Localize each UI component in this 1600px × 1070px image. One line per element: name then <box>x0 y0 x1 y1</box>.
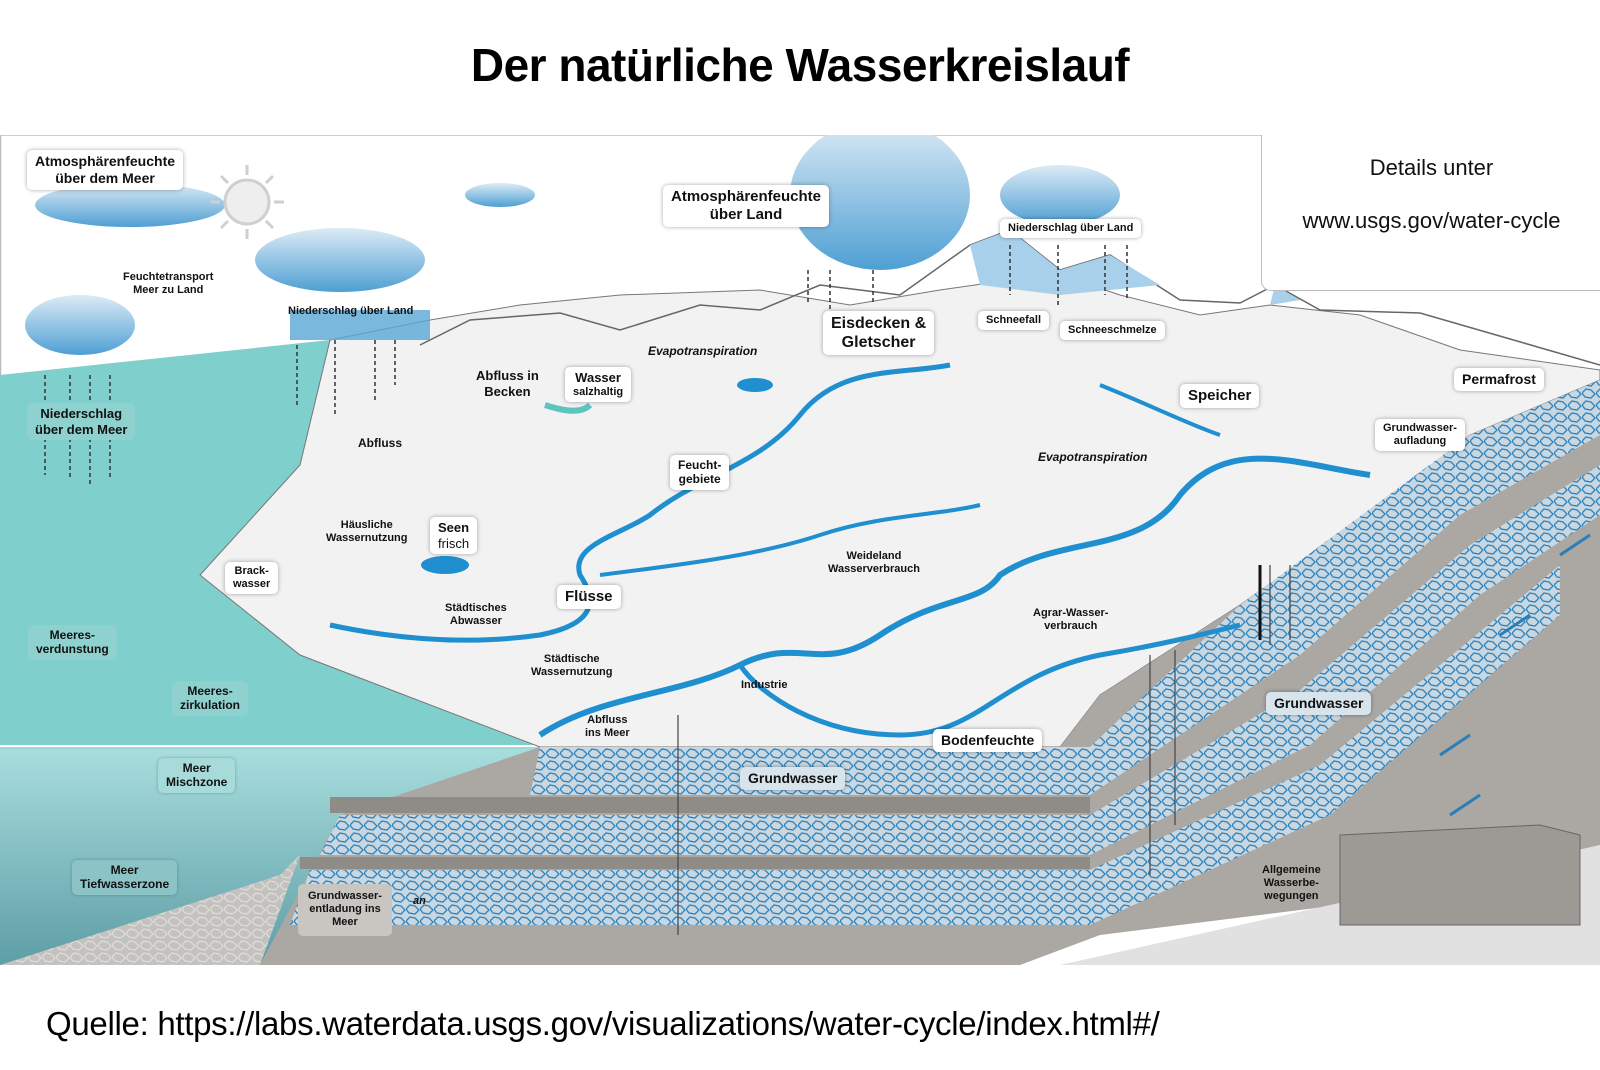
label-atmospheric-moisture-ocean: Atmosphärenfeuchte über dem Meer <box>27 150 184 190</box>
label-evapotranspiration-left: Evapotranspiration <box>648 344 758 358</box>
label-groundwater-side: Grundwasser <box>1266 692 1372 715</box>
label-precipitation-land-right: Niederschlag über Land <box>1000 219 1142 239</box>
label-line: aufladung <box>1393 435 1447 448</box>
label-line: Wasserbe- <box>1263 877 1319 890</box>
label-line: über dem Meer <box>35 421 128 437</box>
label-line: Allgemeine <box>1262 864 1321 876</box>
label-line: Städtisches <box>445 602 507 614</box>
label-permafrost: Permafrost <box>1454 368 1544 391</box>
label-groundwater-discharge: Grundwasser- entladung ins Meer <box>298 884 392 936</box>
details-heading: Details unter <box>1369 155 1494 180</box>
label-precipitation-ocean: Niederschlag über dem Meer <box>27 403 136 441</box>
label-pasture-water-use: Weideland Wasserverbrauch <box>820 547 928 579</box>
label-line: über Land <box>709 206 783 223</box>
label-industry: Industrie <box>741 679 788 691</box>
label-line: verbrauch <box>1044 620 1098 633</box>
label-snowmelt: Schneeschmelze <box>1060 321 1165 341</box>
details-box: Details unter www.usgs.gov/water-cycle <box>1261 135 1600 291</box>
label-groundwater-recharge: Grundwasser- aufladung <box>1375 419 1465 452</box>
label-atmospheric-moisture-land: Atmosphärenfeuchte über Land <box>663 185 830 227</box>
label-line: Wassernutzung <box>326 532 408 545</box>
label-line: Seen <box>438 520 470 535</box>
label-ocean-circulation: Meeres- zirkulation <box>172 681 249 716</box>
label-line: Becken <box>484 383 531 399</box>
label-line: Eisdecken & <box>831 315 927 332</box>
page-title: Der natürliche Wasserkreislauf <box>470 39 1130 91</box>
label-line: Meer zu Land <box>133 284 204 297</box>
label-partial-text: an <box>413 895 426 907</box>
label-ocean-mixing-zone: Meer Mischzone <box>158 758 236 793</box>
label-line: Wasser <box>575 370 621 385</box>
label-soil-moisture: Bodenfeuchte <box>933 729 1043 752</box>
label-line: verdunstung <box>36 642 109 657</box>
label-line: Brack- <box>234 565 269 577</box>
source-citation: Quelle: https://labs.waterdata.usgs.gov/… <box>46 1005 1160 1042</box>
label-line: Feucht- <box>678 458 722 472</box>
label-runoff-to-sea: Abfluss ins Meer <box>577 711 638 743</box>
label-runoff-basin: Abfluss in Becken <box>468 365 547 402</box>
label-line: Grundwasser- <box>1383 422 1457 434</box>
label-line: Feuchtetransport <box>123 271 214 283</box>
label-urban-water-use: Städtische Wassernutzung <box>523 650 621 682</box>
label-line: Meer <box>332 916 358 929</box>
label-line: Abwasser <box>449 615 502 628</box>
label-line: Atmosphärenfeuchte <box>35 153 176 169</box>
label-agricultural-water-use: Agrar-Wasser- verbrauch <box>1025 604 1116 636</box>
label-urban-wastewater: Städtisches Abwasser <box>437 599 515 631</box>
label-precipitation-land-left: Niederschlag über Land <box>288 305 414 317</box>
label-line: Grundwasser- <box>308 890 382 902</box>
label-line: über dem Meer <box>55 169 155 186</box>
label-line: Abfluss in <box>476 368 539 383</box>
label-brackish-water: Brack- wasser <box>225 562 279 595</box>
label-line: Abfluss <box>587 714 628 726</box>
label-line: Weideland <box>846 550 902 562</box>
label-line: zirkulation <box>180 698 241 713</box>
label-line: Tiefwasserzone <box>80 877 170 892</box>
label-line: Wassernutzung <box>531 666 613 679</box>
label-line: gebiete <box>678 472 721 487</box>
label-evapotranspiration-right: Evapotranspiration <box>1038 450 1148 464</box>
label-ocean-evaporation: Meeres- verdunstung <box>28 625 117 660</box>
label-line: Meeres- <box>187 684 233 698</box>
label-line: Mischzone <box>166 775 228 790</box>
label-runoff: Abfluss <box>358 436 403 450</box>
label-storage: Speicher <box>1180 384 1260 408</box>
label-line: Meer <box>110 863 139 877</box>
label-general-water-movement: Allgemeine Wasserbe- wegungen <box>1254 861 1329 907</box>
label-line: salzhaltig <box>573 385 624 398</box>
label-wetlands: Feucht- gebiete <box>670 455 730 490</box>
label-line: Städtische <box>543 653 600 665</box>
label-line: ins Meer <box>585 727 630 740</box>
label-groundwater-front: Grundwasser <box>740 767 846 790</box>
label-saline-water: Wasser salzhaltig <box>565 367 632 402</box>
label-snowfall: Schneefall <box>978 311 1050 331</box>
label-line: frisch <box>438 535 470 551</box>
label-line: wasser <box>233 578 271 591</box>
details-url: www.usgs.gov/water-cycle <box>1302 208 1561 233</box>
label-ice-sheets-glaciers: Eisdecken & Gletscher <box>823 311 935 356</box>
label-domestic-water-use: Häusliche Wassernutzung <box>318 516 416 548</box>
label-line: Atmosphärenfeuchte <box>671 188 822 205</box>
label-line: Agrar-Wasser- <box>1033 607 1109 619</box>
label-lakes-fresh: Seen frisch <box>430 517 478 555</box>
label-ocean-deep-zone: Meer Tiefwasserzone <box>72 860 178 895</box>
label-line: entladung ins <box>309 903 381 916</box>
label-line: Meeres- <box>49 628 96 642</box>
label-line: Häusliche <box>340 519 393 531</box>
label-line: Niederschlag <box>40 406 123 421</box>
label-line: Gletscher <box>841 334 916 352</box>
label-rivers: Flüsse <box>557 585 621 609</box>
label-moisture-transport: Feuchtetransport Meer zu Land <box>115 268 221 300</box>
label-line: Meer <box>182 761 211 775</box>
label-line: Wasserverbrauch <box>828 563 920 576</box>
label-line: wegungen <box>1264 890 1319 903</box>
